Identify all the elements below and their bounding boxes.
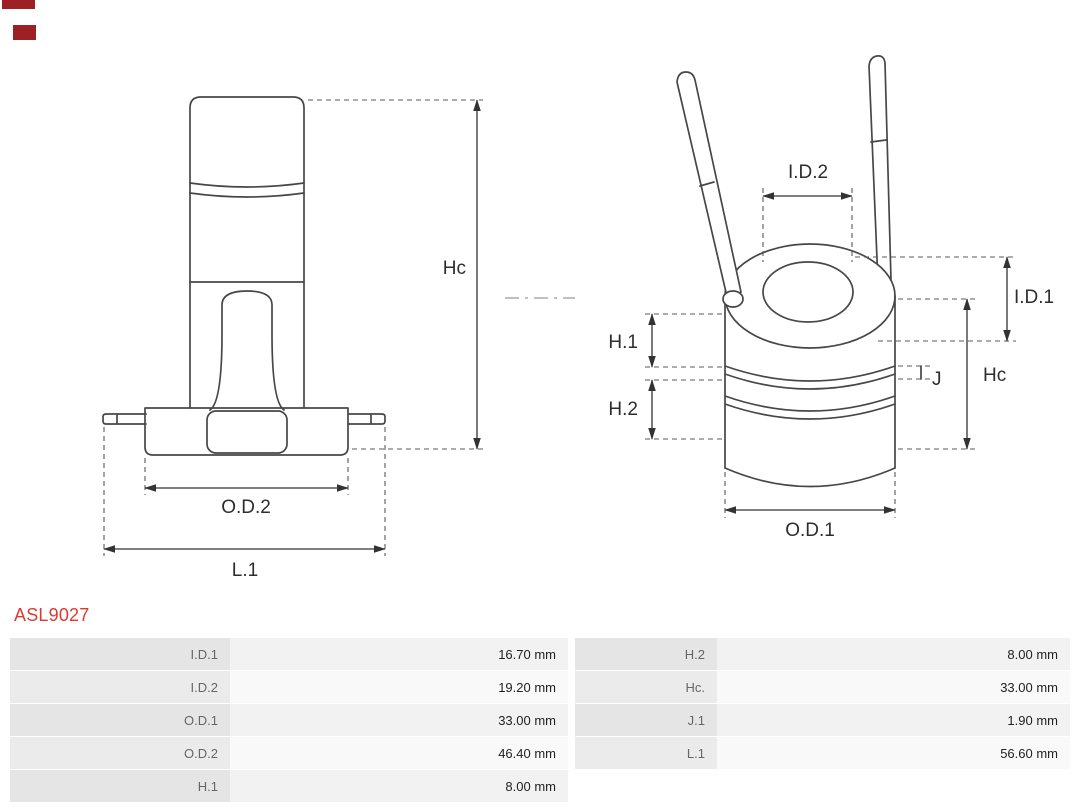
spec-label: Hc. [575,670,717,704]
spec-row: Hc. 33.00 mm [575,670,1070,704]
spec-value: 46.40 mm [230,736,568,770]
wire-right [868,55,892,284]
spec-label: I.D.2 [10,670,230,704]
dim-label-od2: O.D.2 [221,497,271,518]
shaft-neck-ring [189,182,305,188]
spec-table-left: I.D.1 16.70 mm I.D.2 19.20 mm O.D.1 33.0… [10,638,568,803]
spec-row: H.1 8.00 mm [10,769,568,803]
dim-label-l1: L.1 [232,560,258,581]
spec-label: L.1 [575,736,717,770]
shaft-outline [189,96,305,409]
groove-line [724,395,896,412]
terminal-left [102,413,147,425]
wire-left-joint [722,290,744,308]
spec-row: I.D.1 16.70 mm [10,638,568,671]
spec-row: I.D.2 19.20 mm [10,670,568,704]
dim-label-h2: H.2 [608,399,638,420]
spec-label: O.D.1 [10,703,230,737]
spec-row: H.2 8.00 mm [575,638,1070,671]
wire-right-crimp [870,139,887,143]
logo-fragment-icon [2,0,35,9]
spec-value: 33.00 mm [717,670,1070,704]
shaft-neck-ring [189,192,305,198]
spec-value: 1.90 mm [717,703,1070,737]
shaft-slot [209,290,285,411]
groove-line [724,373,896,390]
spec-row: L.1 56.60 mm [575,736,1070,770]
spec-value: 8.00 mm [230,769,568,803]
spec-row: O.D.2 46.40 mm [10,736,568,770]
spec-label: H.2 [575,638,717,671]
bore-opening [762,261,854,323]
right-view: I.D.2 I.D.1 Hc J H.1 H.2 [608,55,1054,541]
groove-line [724,365,896,382]
terminal-right [347,413,386,425]
spec-value: 33.00 mm [230,703,568,737]
spec-value: 16.70 mm [230,638,568,671]
dim-label-id2: I.D.2 [788,162,828,183]
dim-label-j: J [932,369,942,390]
spec-table-right: H.2 8.00 mm Hc. 33.00 mm J.1 1.90 mm L.1… [575,638,1070,770]
spec-value: 8.00 mm [717,638,1070,671]
spec-label: I.D.1 [10,638,230,671]
flange-hub [206,410,288,454]
spec-row: J.1 1.90 mm [575,703,1070,737]
product-code: ASL9027 [14,605,90,625]
groove-line [724,403,896,420]
spec-value: 56.60 mm [717,736,1070,770]
flange-outline [144,407,349,456]
spec-tables: I.D.1 16.70 mm I.D.2 19.20 mm O.D.1 33.0… [10,638,1070,803]
dim-label-hc-left: Hc [443,258,466,279]
dim-label-od1: O.D.1 [785,520,835,541]
left-view: Hc O.D.2 L.1 [102,96,483,581]
wire-left [676,71,742,302]
spec-label: H.1 [10,769,230,803]
spec-value: 19.20 mm [230,670,568,704]
dim-label-id1: I.D.1 [1014,287,1054,308]
logo-fragment-icon [13,25,36,40]
spec-label: O.D.2 [10,736,230,770]
technical-drawing: Hc O.D.2 L.1 [102,55,1054,581]
dim-label-hc-right: Hc [983,365,1006,386]
cylinder-bottom [724,467,896,488]
dim-label-h1: H.1 [608,332,638,353]
wire-left-crimp [699,181,715,187]
spec-row: O.D.1 33.00 mm [10,703,568,737]
spec-label: J.1 [575,703,717,737]
